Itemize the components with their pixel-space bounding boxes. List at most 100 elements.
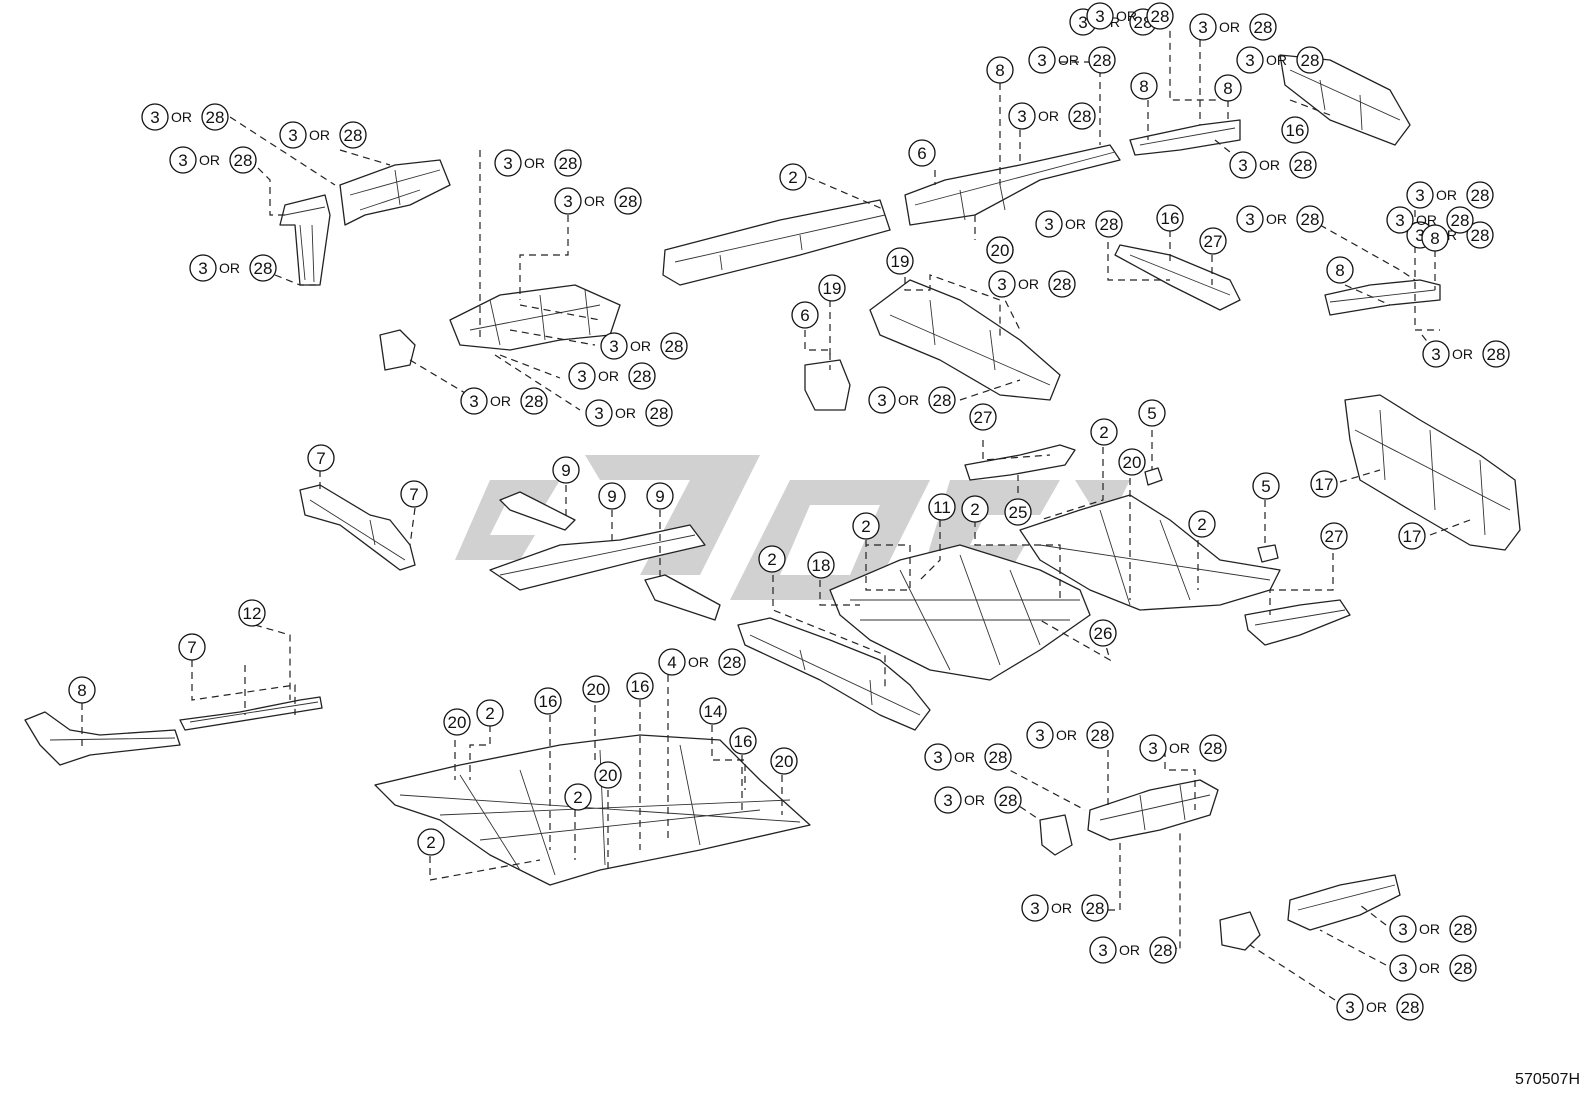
part-number-label: 3 bbox=[1431, 345, 1440, 364]
part-number-label: 3 bbox=[150, 108, 159, 127]
callout-circle bbox=[169, 146, 197, 174]
or-connector: OR bbox=[688, 654, 709, 670]
or-connector: OR bbox=[1416, 212, 1437, 228]
callout-circle bbox=[1386, 206, 1414, 234]
alt-part-number-label: 28 bbox=[525, 392, 544, 411]
alt-part-number-label: 28 bbox=[344, 126, 363, 145]
callout-circle bbox=[564, 783, 592, 811]
part-number-label: 26 bbox=[1094, 624, 1113, 643]
part-number-label: 3 bbox=[1245, 210, 1254, 229]
part-number-label: 6 bbox=[800, 306, 809, 325]
part-number-label: 2 bbox=[1197, 515, 1206, 534]
part-number-label: 3 bbox=[563, 192, 572, 211]
callout-circle bbox=[699, 697, 727, 725]
leader-lines bbox=[81, 24, 1471, 1001]
callout-circle bbox=[141, 103, 169, 131]
callout-circle bbox=[1422, 340, 1450, 368]
part-front-floor-side-member-7 bbox=[299, 484, 416, 571]
part-rocker-outer-8 bbox=[24, 711, 181, 766]
part-number-label: 8 bbox=[1139, 77, 1148, 96]
callout-circle bbox=[1021, 894, 1049, 922]
callout-circle bbox=[1214, 74, 1242, 102]
or-connector: OR bbox=[1219, 19, 1240, 35]
part-number-label: 3 bbox=[288, 126, 297, 145]
alt-part-number-label: 28 bbox=[989, 748, 1008, 767]
part-number-label: 2 bbox=[426, 833, 435, 852]
callout-circle bbox=[1236, 46, 1264, 74]
callout-circle bbox=[598, 482, 626, 510]
part-number-label: 3 bbox=[1238, 156, 1247, 175]
callout-circle bbox=[614, 187, 642, 215]
part-number-label: 3 bbox=[469, 392, 478, 411]
callout-circle bbox=[1088, 46, 1116, 74]
callout-circle bbox=[178, 633, 206, 661]
callout-circle bbox=[494, 149, 522, 177]
callout-circle bbox=[1310, 470, 1338, 498]
callout-circle bbox=[554, 149, 582, 177]
callout-circle bbox=[1229, 151, 1257, 179]
alt-part-number-label: 28 bbox=[254, 259, 273, 278]
callout-circle bbox=[1089, 619, 1117, 647]
alt-part-number-label: 28 bbox=[559, 154, 578, 173]
callout-circle bbox=[1035, 210, 1063, 238]
callout-circle bbox=[988, 270, 1016, 298]
callout-circle bbox=[729, 727, 757, 755]
callout-circle bbox=[1281, 116, 1309, 144]
callout-circle bbox=[476, 699, 504, 727]
part-number-label: 18 bbox=[812, 556, 831, 575]
or-connector: OR bbox=[598, 368, 619, 384]
callout-circle bbox=[229, 146, 257, 174]
or-connector: OR bbox=[1119, 942, 1140, 958]
callout-circle bbox=[626, 672, 654, 700]
part-number-label: 16 bbox=[539, 692, 558, 711]
callout-circle bbox=[582, 675, 610, 703]
part-number-label: 3 bbox=[503, 154, 512, 173]
part-number-label: 3 bbox=[1345, 998, 1354, 1017]
part-front-floor-panel bbox=[374, 734, 811, 886]
callout-circle bbox=[1188, 510, 1216, 538]
part-number-label: 3 bbox=[577, 367, 586, 386]
part-crossmember-27 bbox=[964, 444, 1076, 481]
alt-part-number-label: 28 bbox=[1254, 18, 1273, 37]
alt-part-number-label: 28 bbox=[1454, 920, 1473, 939]
or-connector: OR bbox=[1169, 740, 1190, 756]
alt-part-number-label: 28 bbox=[1053, 275, 1072, 294]
or-connector: OR bbox=[1419, 960, 1440, 976]
figure-code: 570507H bbox=[1515, 1071, 1580, 1088]
callout-circle bbox=[189, 254, 217, 282]
callout-circle bbox=[758, 545, 786, 573]
or-connector: OR bbox=[199, 152, 220, 168]
callout-circle bbox=[339, 121, 367, 149]
or-connector: OR bbox=[964, 792, 985, 808]
part-center-floor-side-member bbox=[737, 617, 931, 731]
part-number-label: 2 bbox=[573, 788, 582, 807]
callout-circle bbox=[1326, 256, 1354, 284]
callout-circle bbox=[1130, 72, 1158, 100]
part-number-label: 3 bbox=[933, 748, 942, 767]
part-number-label: 6 bbox=[917, 144, 926, 163]
part-number-label: 5 bbox=[1147, 404, 1156, 423]
part-number-label: 20 bbox=[991, 241, 1010, 260]
part-number-label: 8 bbox=[1430, 229, 1439, 248]
or-connector: OR bbox=[171, 109, 192, 125]
part-number-label: 3 bbox=[1395, 211, 1404, 230]
alt-part-number-label: 28 bbox=[1204, 739, 1223, 758]
part-number-label: 3 bbox=[1415, 186, 1424, 205]
part-number-label: 20 bbox=[587, 680, 606, 699]
callout-circle bbox=[986, 236, 1014, 264]
part-rear-crossmember-27b bbox=[1244, 599, 1351, 646]
alt-part-number-label: 28 bbox=[633, 367, 652, 386]
part-number-label: 3 bbox=[1148, 739, 1157, 758]
part-small-bracket bbox=[379, 329, 416, 371]
part-number-label: 16 bbox=[631, 677, 650, 696]
part-number-label: 9 bbox=[561, 461, 570, 480]
part-number-label: 3 bbox=[1245, 51, 1254, 70]
callout-circle bbox=[1466, 181, 1494, 209]
part-rear-floor-crossmember bbox=[1279, 54, 1411, 146]
part-number-label: 3 bbox=[1030, 899, 1039, 918]
part-outlines bbox=[24, 54, 1521, 951]
callout-circle bbox=[1139, 734, 1167, 762]
callout-circle bbox=[249, 254, 277, 282]
part-reinforcement-9c bbox=[644, 574, 721, 621]
callout-circle bbox=[1138, 399, 1166, 427]
